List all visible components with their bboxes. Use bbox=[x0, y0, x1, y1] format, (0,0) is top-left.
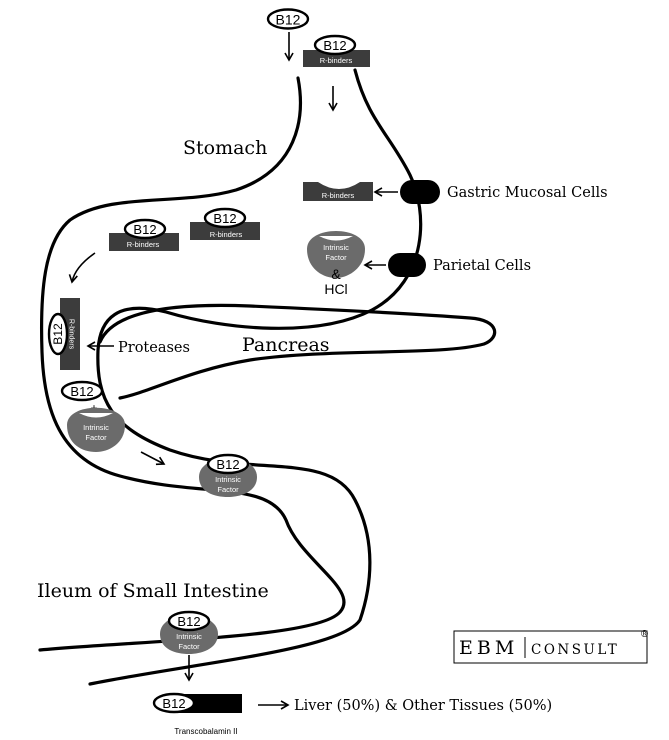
svg-text:Factor: Factor bbox=[85, 433, 107, 442]
hcl-label: HCl bbox=[324, 281, 347, 297]
logo-registered-mark: ® bbox=[640, 630, 649, 640]
logo-ebm: EBM bbox=[459, 637, 518, 659]
b12-r-binder-complex-left: B12 R-binders bbox=[109, 218, 179, 251]
b12-intrinsic-factor-complex-mid: B12 Intrinsic Factor bbox=[199, 453, 257, 497]
b12-transcobalamin-complex: B12 Transcobalamin II bbox=[152, 692, 242, 736]
svg-text:Intrinsic: Intrinsic bbox=[323, 243, 349, 252]
svg-text:Factor: Factor bbox=[325, 253, 347, 262]
stomach-outer-wall bbox=[38, 76, 346, 652]
b12-r-binder-complex-vertical: B12 R-binders bbox=[47, 298, 80, 370]
svg-text:B12: B12 bbox=[213, 211, 236, 226]
destination-label: Liver (50%) & Other Tissues (50%) bbox=[294, 698, 552, 714]
ebm-consult-logo: EBM CONSULT ® bbox=[453, 630, 649, 664]
gastric-mucosal-cells: Gastric Mucosal Cells bbox=[373, 180, 608, 204]
svg-text:Factor: Factor bbox=[217, 485, 239, 494]
gastric-mucosal-cells-label: Gastric Mucosal Cells bbox=[447, 185, 608, 201]
b12-intrinsic-factor-complex-ileum: B12 Intrinsic Factor bbox=[160, 610, 218, 654]
b12-r-binder-complex-top: B12 R-binders bbox=[303, 34, 370, 67]
svg-text:B12: B12 bbox=[177, 614, 200, 629]
svg-text:R-binders: R-binders bbox=[68, 319, 75, 350]
transcobalamin-label: Transcobalamin II bbox=[174, 727, 237, 736]
svg-text:B12: B12 bbox=[70, 384, 93, 399]
stomach-inner-wall bbox=[88, 68, 423, 686]
b12-ingested: B12 bbox=[266, 8, 310, 30]
svg-text:B12: B12 bbox=[162, 696, 185, 711]
svg-text:Intrinsic: Intrinsic bbox=[215, 475, 241, 484]
svg-text:Intrinsic: Intrinsic bbox=[83, 423, 109, 432]
svg-text:B12: B12 bbox=[51, 323, 65, 345]
svg-text:R-binders: R-binders bbox=[320, 56, 353, 65]
svg-text:B12: B12 bbox=[323, 38, 346, 53]
arrow-curved-down bbox=[68, 252, 96, 284]
svg-text:R-binders: R-binders bbox=[127, 240, 160, 249]
parietal-cells: Parietal Cells bbox=[363, 253, 531, 277]
ileum-label: Ileum of Small Intestine bbox=[37, 580, 269, 602]
svg-text:Factor: Factor bbox=[178, 642, 200, 651]
logo-consult: CONSULT bbox=[531, 642, 619, 658]
b12-r-binder-complex-right: B12 R-binders bbox=[190, 207, 260, 240]
svg-text:B12: B12 bbox=[276, 12, 301, 28]
pancreas-label: Pancreas bbox=[242, 334, 330, 356]
svg-text:Intrinsic: Intrinsic bbox=[176, 632, 202, 641]
proteases-label: Proteases bbox=[118, 340, 190, 356]
intrinsic-factor-secreted: Intrinsic Factor bbox=[307, 231, 365, 278]
intrinsic-factor-free: Intrinsic Factor bbox=[67, 407, 125, 452]
svg-text:B12: B12 bbox=[133, 222, 156, 237]
svg-text:R-binders: R-binders bbox=[322, 191, 355, 200]
arrow-diagonal bbox=[140, 451, 166, 466]
r-binders-secreted: R-binders bbox=[303, 182, 373, 201]
pancreas-outline bbox=[98, 303, 497, 400]
svg-text:B12: B12 bbox=[216, 457, 239, 472]
svg-text:R-binders: R-binders bbox=[210, 230, 243, 239]
b12-free: B12 bbox=[60, 380, 104, 402]
stomach-label: Stomach bbox=[183, 137, 267, 159]
parietal-cells-label: Parietal Cells bbox=[433, 258, 531, 274]
ampersand-label: & bbox=[331, 266, 341, 282]
gi-tract-outline bbox=[38, 68, 497, 686]
